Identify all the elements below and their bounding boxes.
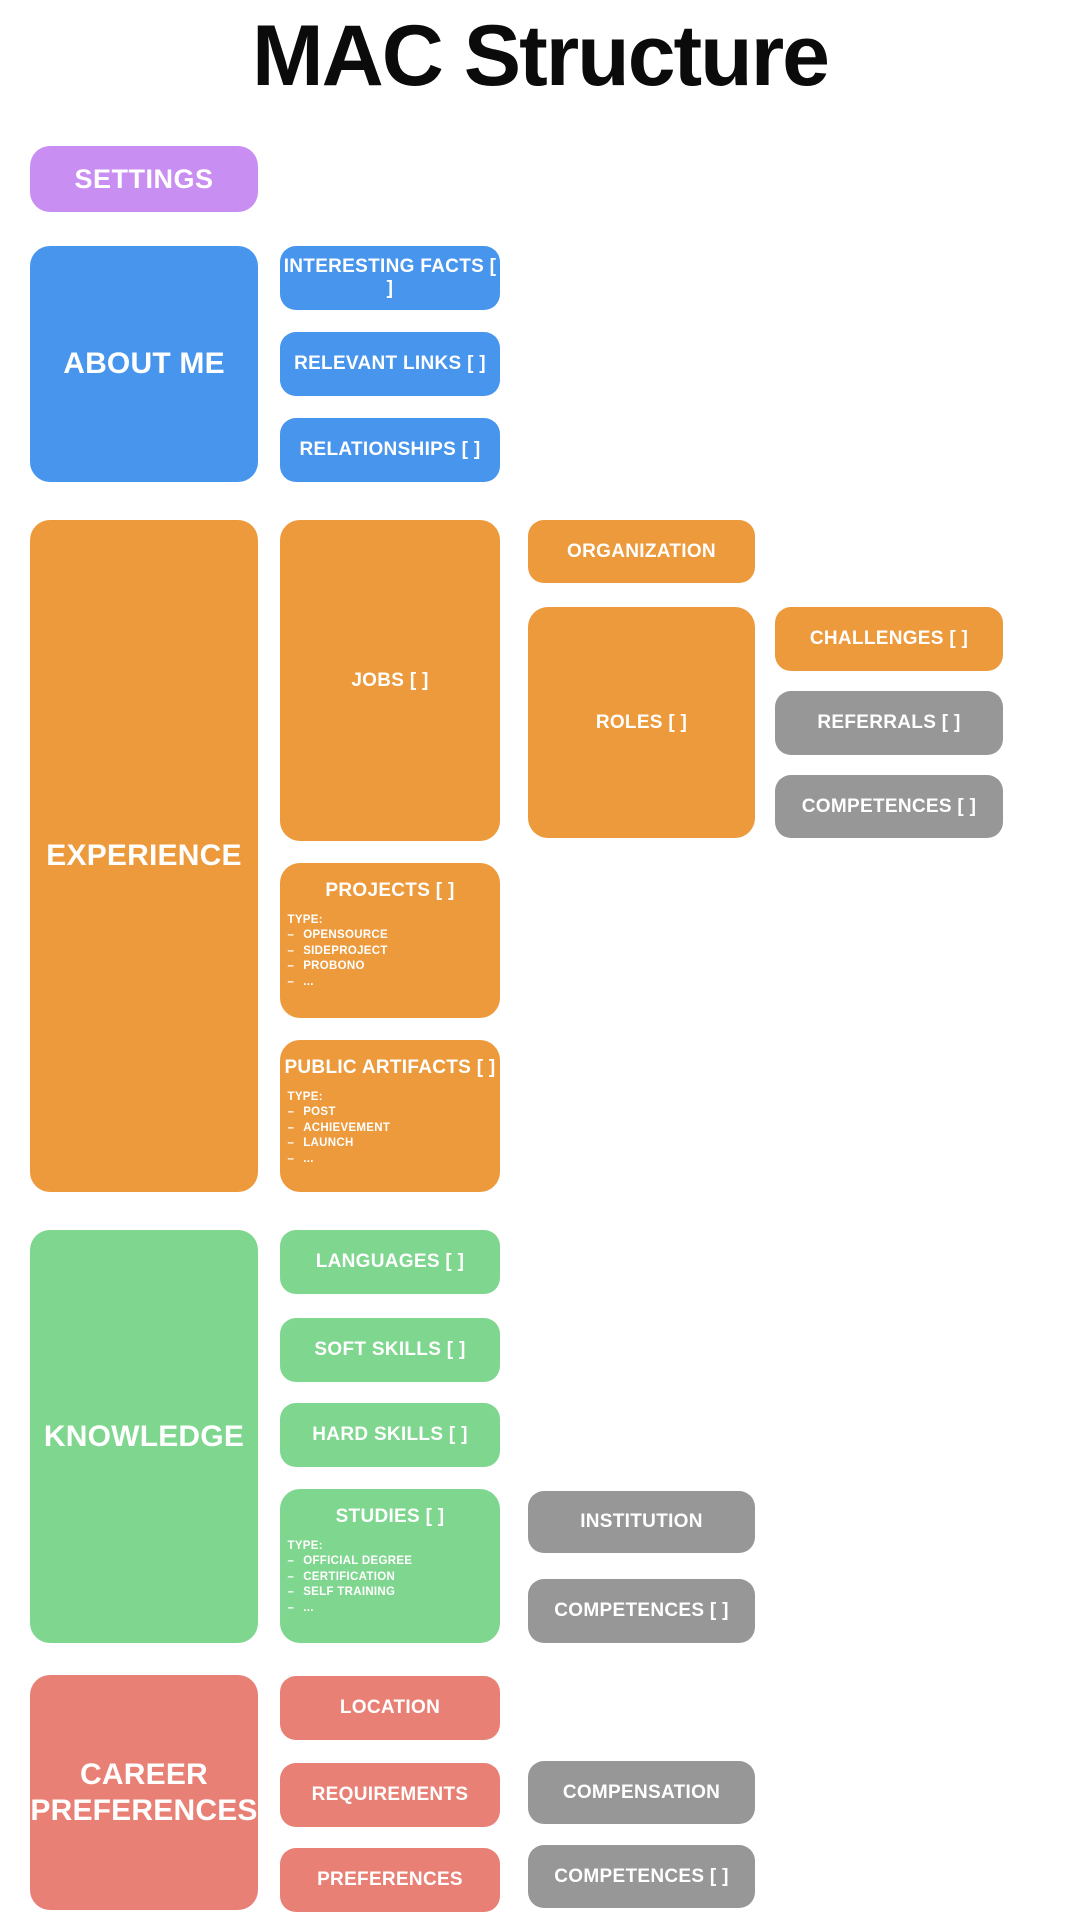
knowledge-label: KNOWLEDGE — [43, 1419, 245, 1453]
settings-box: SETTINGS — [30, 146, 258, 212]
relationships-label: RELATIONSHIPS [ ] — [299, 439, 481, 461]
type-heading: TYPE: — [287, 1539, 323, 1552]
type-item: – ... — [288, 1601, 508, 1617]
page-title: MAC Structure — [251, 8, 830, 104]
bullet-dash: – — [287, 944, 295, 957]
projects-label: PROJECTS [ ] — [325, 880, 455, 901]
type-item: – OFFICIAL DEGREE — [288, 1554, 508, 1570]
type-item-label: CERTIFICATION — [303, 1570, 396, 1583]
languages-box: LANGUAGES [ ] — [280, 1230, 500, 1294]
institution-label: INSTITUTION — [580, 1511, 703, 1533]
jobs-label: JOBS [ ] — [351, 669, 429, 691]
type-item: – SELF TRAINING — [288, 1585, 508, 1601]
soft-skills-box: SOFT SKILLS [ ] — [280, 1318, 500, 1382]
institution-box: INSTITUTION — [528, 1491, 755, 1553]
about-me-box: ABOUT ME — [30, 246, 258, 482]
bullet-dash: – — [287, 960, 295, 973]
experience-label: EXPERIENCE — [46, 839, 242, 873]
career-preferences-label: CAREER PREFERENCES — [30, 1758, 258, 1827]
type-item: – ... — [288, 1152, 508, 1168]
preferences-box: PREFERENCES — [280, 1848, 500, 1912]
knowledge-competences-box: COMPETENCES [ ] — [528, 1579, 755, 1643]
type-item-label: ... — [303, 1601, 314, 1614]
bullet-dash: – — [287, 1570, 295, 1583]
type-item-label: ... — [303, 1152, 314, 1165]
type-item-label: OPENSOURCE — [303, 929, 388, 942]
hard-skills-box: HARD SKILLS [ ] — [280, 1403, 500, 1467]
type-item: – PROBONO — [288, 959, 508, 975]
bullet-dash: – — [287, 1137, 295, 1150]
relationships-box: RELATIONSHIPS [ ] — [280, 418, 500, 482]
type-item: – LAUNCH — [288, 1136, 508, 1152]
type-item-label: ACHIEVEMENT — [303, 1121, 391, 1134]
type-item-label: POST — [303, 1106, 336, 1119]
studies-box: STUDIES [ ] TYPE: – OFFICIAL DEGREE – CE… — [280, 1489, 500, 1643]
interesting-facts-label: INTERESTING FACTS [ ] — [283, 256, 497, 299]
roles-box: ROLES [ ] — [528, 607, 755, 838]
knowledge-competences-label: COMPETENCES [ ] — [554, 1600, 729, 1622]
studies-label: STUDIES [ ] — [335, 1506, 445, 1527]
career-competences-box: COMPETENCES [ ] — [528, 1845, 755, 1908]
experience-box: EXPERIENCE — [30, 520, 258, 1192]
compensation-label: COMPENSATION — [562, 1781, 721, 1803]
type-item: – ... — [288, 975, 508, 991]
type-heading: TYPE: — [287, 1090, 323, 1103]
roles-label: ROLES [ ] — [595, 711, 688, 733]
type-item-label: SELF TRAINING — [303, 1586, 396, 1599]
bullet-dash: – — [287, 929, 295, 942]
type-item: – CERTIFICATION — [288, 1570, 508, 1586]
jobs-box: JOBS [ ] — [280, 520, 500, 841]
type-item: – OPENSOURCE — [288, 928, 508, 944]
relevant-links-box: RELEVANT LINKS [ ] — [280, 332, 500, 396]
settings-label: SETTINGS — [74, 163, 214, 194]
type-item-label: PROBONO — [303, 960, 365, 973]
public-artifacts-type-list: TYPE: – POST – ACHIEVEMENT – LAUNCH – ..… — [273, 1090, 508, 1168]
bullet-dash: – — [287, 1121, 295, 1134]
bullet-dash: – — [287, 1555, 295, 1568]
soft-skills-label: SOFT SKILLS [ ] — [314, 1339, 466, 1361]
interesting-facts-box: INTERESTING FACTS [ ] — [280, 246, 500, 310]
preferences-label: PREFERENCES — [317, 1869, 463, 1891]
languages-label: LANGUAGES [ ] — [315, 1251, 465, 1273]
projects-type-list: TYPE: – OPENSOURCE – SIDEPROJECT – PROBO… — [273, 913, 508, 991]
referrals-label: REFERRALS [ ] — [817, 712, 961, 734]
public-artifacts-box: PUBLIC ARTIFACTS [ ] TYPE: – POST – ACHI… — [280, 1040, 500, 1192]
type-heading: TYPE: — [287, 913, 323, 926]
bullet-dash: – — [287, 1106, 295, 1119]
type-item-label: SIDEPROJECT — [303, 944, 388, 957]
location-box: LOCATION — [280, 1676, 500, 1740]
organization-box: ORGANIZATION — [528, 520, 755, 583]
experience-competences-box: COMPETENCES [ ] — [775, 775, 1003, 838]
relevant-links-label: RELEVANT LINKS [ ] — [294, 353, 486, 375]
location-label: LOCATION — [339, 1697, 441, 1719]
challenges-label: CHALLENGES [ ] — [809, 628, 969, 650]
projects-box: PROJECTS [ ] TYPE: – OPENSOURCE – SIDEPR… — [280, 863, 500, 1018]
hard-skills-label: HARD SKILLS [ ] — [312, 1424, 468, 1446]
about-me-label: ABOUT ME — [63, 347, 225, 381]
type-item-label: OFFICIAL DEGREE — [303, 1555, 413, 1568]
challenges-box: CHALLENGES [ ] — [775, 607, 1003, 671]
knowledge-box: KNOWLEDGE — [30, 1230, 258, 1643]
experience-competences-label: COMPETENCES [ ] — [801, 795, 977, 817]
referrals-box: REFERRALS [ ] — [775, 691, 1003, 755]
type-item: – SIDEPROJECT — [288, 944, 508, 960]
bullet-dash: – — [287, 1601, 295, 1614]
bullet-dash: – — [287, 975, 295, 988]
type-item-label: LAUNCH — [303, 1137, 354, 1150]
type-item: – ACHIEVEMENT — [288, 1121, 508, 1137]
bullet-dash: – — [287, 1152, 295, 1165]
compensation-box: COMPENSATION — [528, 1761, 755, 1824]
bullet-dash: – — [287, 1586, 295, 1599]
studies-type-list: TYPE: – OFFICIAL DEGREE – CERTIFICATION … — [273, 1539, 508, 1617]
requirements-label: REQUIREMENTS — [311, 1784, 469, 1806]
type-item: – POST — [288, 1105, 508, 1121]
organization-label: ORGANIZATION — [567, 540, 716, 562]
requirements-box: REQUIREMENTS — [280, 1763, 500, 1827]
public-artifacts-label: PUBLIC ARTIFACTS [ ] — [284, 1057, 496, 1078]
type-item-label: ... — [303, 975, 314, 988]
career-preferences-box: CAREER PREFERENCES — [30, 1675, 258, 1910]
career-competences-label: COMPETENCES [ ] — [554, 1865, 729, 1887]
